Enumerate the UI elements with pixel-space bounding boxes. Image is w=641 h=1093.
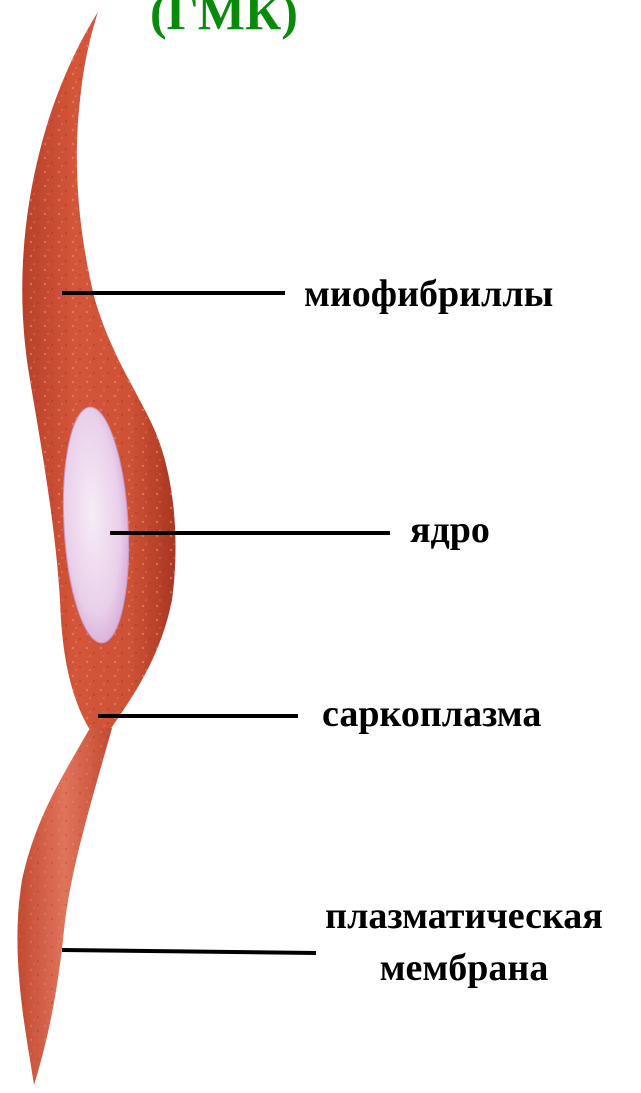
label-nucleus: ядро [410, 508, 490, 552]
label-membrane-line2: мембрана [289, 942, 639, 994]
label-plasma-membrane: плазматическая мембрана [289, 890, 639, 994]
label-sarcoplasm: саркоплазма [322, 692, 541, 736]
leader-line-membrane [62, 950, 316, 953]
label-membrane-line1: плазматическая [289, 890, 639, 942]
label-myofibrils: миофибриллы [304, 272, 553, 316]
